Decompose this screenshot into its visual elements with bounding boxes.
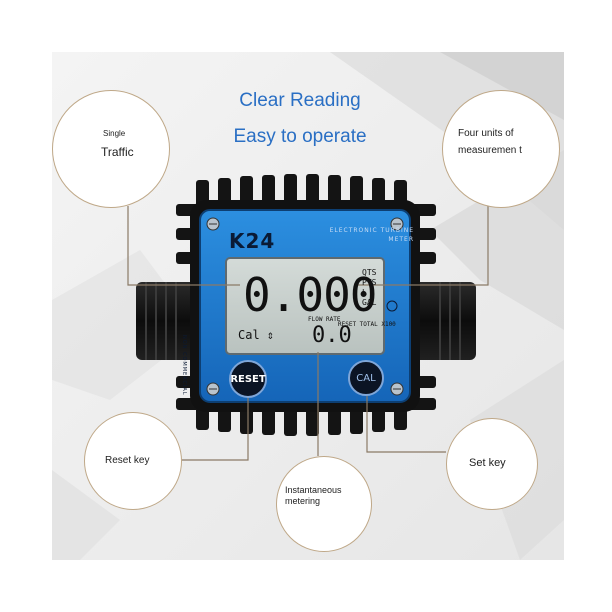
side-label-non-commercial: NON COMMERCIAL — [181, 335, 187, 396]
reset-total-label: RESET TOTAL X100 — [338, 321, 396, 328]
lcd-screen — [225, 257, 385, 355]
flow-rate-label: FLOW RATE — [308, 316, 341, 323]
callout-set-key: Set key — [446, 418, 538, 510]
callout-reset-label: Reset key — [105, 455, 150, 466]
callout-four-units: Four units of measuremen t — [442, 90, 560, 208]
callout-single-label: Single — [103, 129, 126, 138]
callout-set-label: Set key — [469, 457, 506, 469]
pipe-threads — [145, 282, 461, 360]
callout-traffic-label: Traffic — [101, 145, 134, 159]
meter-type-label: ELECTRONIC TURBINE METER — [329, 227, 414, 243]
flow-reading: 0.0 — [312, 323, 352, 348]
cal-indicator: Cal ⇕ — [238, 328, 274, 342]
cal-button[interactable]: CAL — [348, 360, 384, 396]
left-pipe — [136, 282, 206, 360]
unit-l: L — [362, 288, 367, 297]
callout-single-traffic: Single Traffic — [52, 90, 170, 208]
brand-logo-k24: K24 — [229, 229, 276, 253]
unit-list: QTS PTS L GAL — [362, 268, 376, 308]
cal-label: Cal — [238, 328, 260, 342]
headline-easy-to-operate: Easy to operate — [233, 126, 367, 147]
callout-instantaneous-metering: Instantaneous metering — [276, 456, 372, 552]
screws — [206, 217, 404, 396]
reset-button[interactable]: RESET — [229, 360, 267, 398]
headline-clear-reading: Clear Reading — [239, 90, 361, 111]
bg-shade-6 — [52, 470, 120, 560]
ce-mark — [386, 300, 398, 312]
leader-lines — [127, 206, 489, 461]
callout-instantaneous-label: Instantaneous metering — [285, 485, 342, 506]
up-down-arrow-icon: ⇕ — [259, 328, 275, 342]
main-reading: 0.000 — [243, 268, 377, 322]
unit-pts: PTS — [362, 278, 377, 287]
callout-reset-key: Reset key — [84, 412, 182, 510]
unit-qts: QTS — [362, 268, 377, 277]
callout-units-label: Four units of measuremen t — [458, 128, 522, 156]
unit-gal: GAL — [362, 298, 377, 307]
